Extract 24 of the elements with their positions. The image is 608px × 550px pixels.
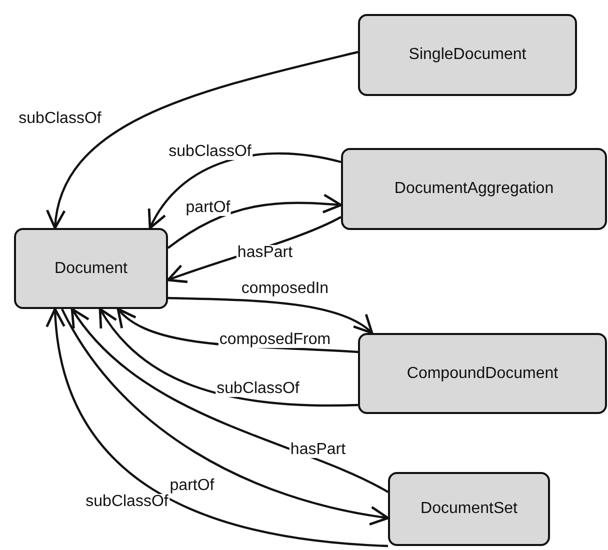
edge-label: composedIn — [240, 281, 330, 297]
arrow — [148, 152, 342, 230]
arrow — [168, 296, 374, 334]
edge-label: hasPart — [289, 442, 347, 458]
class-box — [358, 333, 607, 414]
arrow — [48, 50, 358, 230]
arrow — [167, 194, 342, 249]
arrow — [70, 308, 389, 493]
arrow — [98, 308, 358, 407]
class-name: DocumentAggregation — [394, 180, 554, 198]
class-name: CompoundDocument — [406, 364, 558, 382]
edge-label: hasPart — [236, 245, 294, 261]
edge-label: subClassOf — [168, 144, 252, 160]
class-name: SingleDocument — [408, 46, 526, 64]
class-box — [358, 14, 577, 96]
edge-label: partOf — [184, 200, 232, 216]
edge-label: composedFrom — [218, 332, 332, 348]
class-name: DocumentSet — [420, 500, 518, 518]
edge-label: subClassOf — [216, 381, 300, 397]
class-name: Document — [54, 260, 128, 278]
class-box — [388, 472, 550, 546]
class-box — [14, 228, 168, 309]
class-box — [341, 148, 607, 230]
edge-label: partOf — [168, 478, 216, 494]
